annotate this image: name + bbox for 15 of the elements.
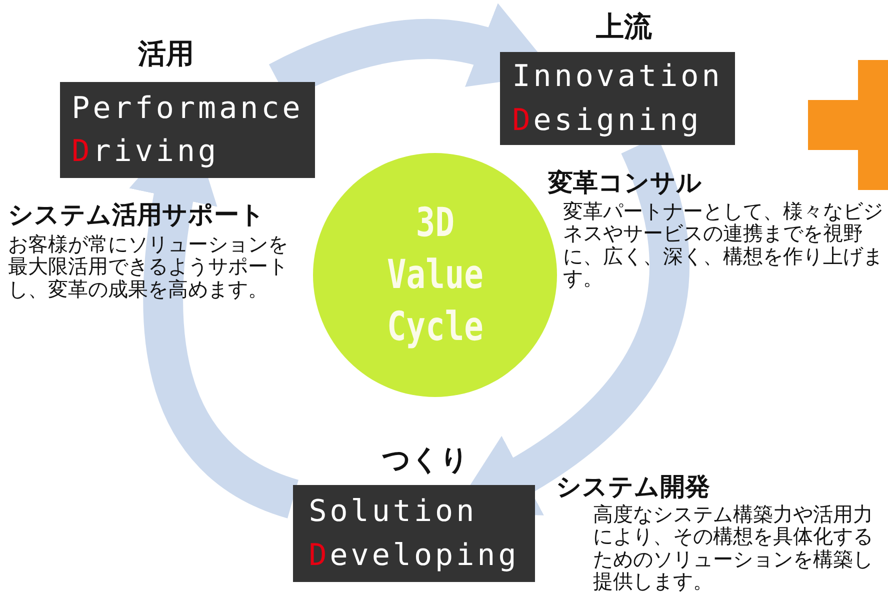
phase-box (500, 52, 735, 145)
service-description: 変革パートナーとして、様々なビジネスやサービスの連携までを視野に、広く、深く、構想を作り上げます。 (563, 200, 883, 290)
service-heading: システム活用サポート (8, 199, 265, 231)
phase-heading: つくり (382, 442, 469, 478)
service-heading: 変革コンサル (548, 167, 702, 199)
service-description: 高度なシステム構築力や活用力により、その構想を具体化するためのソリューションを構築し提供します。 (593, 503, 874, 593)
service-heading: システム開発 (556, 471, 710, 503)
service-description: お客様が常にソリューションを最大限活用できるようサポートし、変革の成果を高めます。 (8, 233, 289, 300)
phase-title: Solution Developing (308, 493, 520, 574)
phase-title: Innovation Designing (512, 58, 723, 140)
phase-box (293, 485, 535, 582)
phase-box (60, 82, 315, 178)
phase-heading: 上流 (596, 9, 652, 45)
circle-title: 3D Value Cycle (386, 199, 484, 352)
phase-heading: 活用 (138, 36, 194, 72)
